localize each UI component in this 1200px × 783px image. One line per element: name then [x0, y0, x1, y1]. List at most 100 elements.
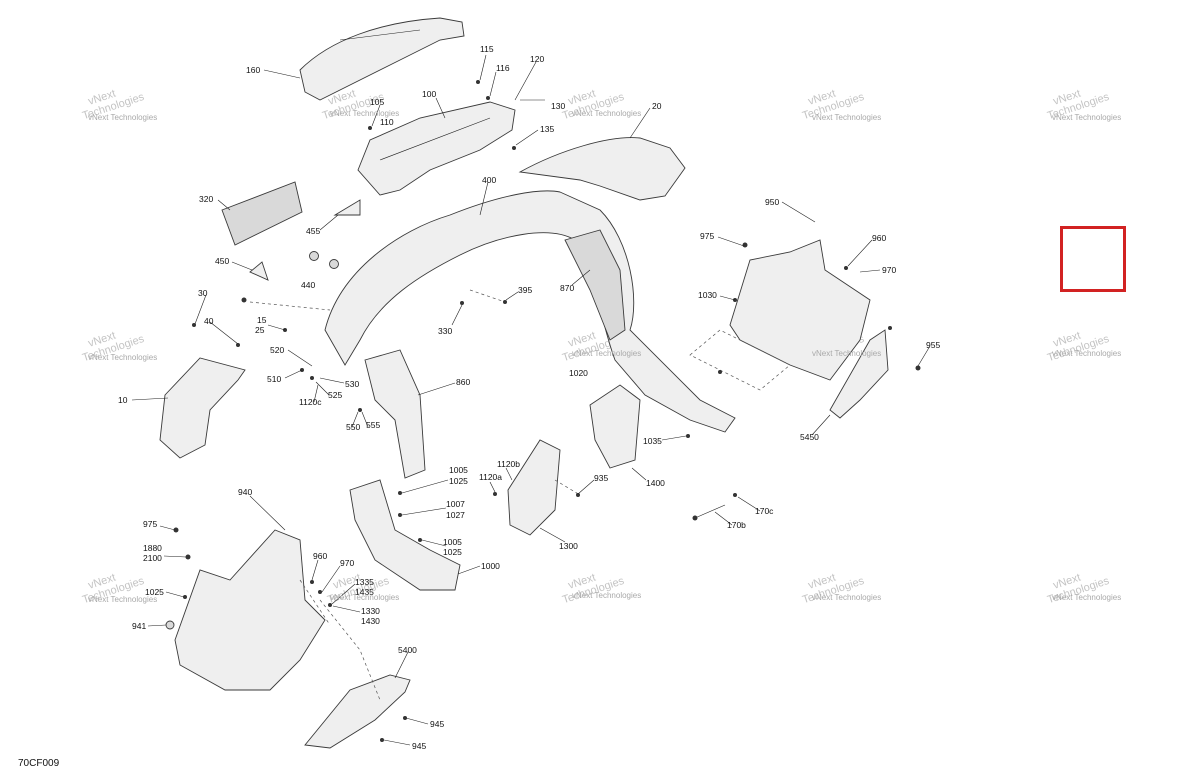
callout-label[interactable]: 1035	[643, 436, 662, 446]
svg-text:vNext Technologies: vNext Technologies	[88, 595, 157, 604]
callout-label[interactable]: 1005	[443, 537, 462, 547]
callout-label[interactable]: 1120c	[299, 397, 322, 407]
callout-label[interactable]: 330	[438, 326, 452, 336]
part-950-footwell[interactable]	[729, 239, 871, 381]
callout-label[interactable]: 450	[215, 256, 229, 266]
svg-text:vNext Technologies: vNext Technologies	[812, 349, 881, 358]
callout-label[interactable]: 970	[340, 558, 354, 568]
callout-label[interactable]: 1335	[355, 577, 374, 587]
part-940-footwell[interactable]	[174, 529, 326, 691]
part-1000-step[interactable]	[349, 479, 461, 591]
svg-text:vNext Technologies: vNext Technologies	[812, 593, 881, 602]
callout-label[interactable]: 945	[430, 719, 444, 729]
callout-label[interactable]: 1005	[449, 465, 468, 475]
part-20-panel[interactable]	[518, 137, 686, 201]
callout-label[interactable]: 550	[346, 422, 360, 432]
svg-text:vNext Technologies: vNext Technologies	[572, 109, 641, 118]
callout-label[interactable]: 2100	[143, 553, 162, 563]
svg-text:vNext Technologies: vNext Technologies	[88, 353, 157, 362]
part-870-panel[interactable]	[564, 229, 626, 341]
callout-label[interactable]: 105	[370, 97, 384, 107]
svg-text:vNext Technologies: vNext Technologies	[330, 109, 399, 118]
callout-label[interactable]: 40	[204, 316, 214, 326]
callout-label[interactable]: 1400	[646, 478, 665, 488]
part-170c-fastener[interactable]	[733, 493, 737, 497]
fastener-set	[165, 80, 921, 742]
callout-label[interactable]: 135	[540, 124, 554, 134]
part-455-trim[interactable]	[333, 199, 361, 216]
callout-label[interactable]: 116	[496, 63, 510, 73]
callout-label[interactable]: 100	[422, 89, 436, 99]
callout-label[interactable]: 1120b	[497, 459, 520, 469]
callout-label[interactable]: 870	[560, 283, 574, 293]
callout-label[interactable]: 1025	[449, 476, 468, 486]
callout-label[interactable]: 1020	[569, 368, 588, 378]
callout-label[interactable]: 940	[238, 487, 252, 497]
callout-label[interactable]: 30	[198, 288, 208, 298]
callout-label[interactable]: 130	[551, 101, 565, 111]
callout-label[interactable]: 975	[143, 519, 157, 529]
callout-label[interactable]: 1330	[361, 606, 380, 616]
part-160-cover[interactable]	[299, 17, 465, 101]
callout-label[interactable]: 110	[380, 117, 394, 127]
callout-label[interactable]: 935	[594, 473, 608, 483]
highlight-selection-box[interactable]	[1060, 226, 1126, 292]
callout-label[interactable]: 950	[765, 197, 779, 207]
part-100-dash[interactable]	[357, 101, 516, 196]
part-10-fender[interactable]	[159, 357, 246, 459]
callout-label[interactable]: 1120a	[479, 472, 502, 482]
callout-label[interactable]: 395	[518, 285, 532, 295]
callout-label[interactable]: 1027	[446, 510, 465, 520]
callout-label[interactable]: 975	[700, 231, 714, 241]
callout-label[interactable]: 5400	[398, 645, 417, 655]
callout-label[interactable]: 115	[480, 44, 494, 54]
part-440-grommet[interactable]	[309, 251, 319, 261]
callout-label[interactable]: 555	[366, 420, 380, 430]
part-5450-trim[interactable]	[829, 329, 889, 419]
part-1400-panel[interactable]	[589, 384, 641, 469]
leader-lines	[131, 54, 931, 746]
callout-label[interactable]: 1000	[481, 561, 500, 571]
callout-label[interactable]: 960	[872, 233, 886, 243]
callout-label[interactable]: 25	[255, 325, 265, 335]
callout-label[interactable]: 1880	[143, 543, 162, 553]
part-860-strut[interactable]	[364, 349, 426, 479]
callout-label[interactable]: 1430	[361, 616, 380, 626]
callout-label[interactable]: 120	[530, 54, 544, 64]
callout-label[interactable]: 160	[246, 65, 260, 75]
callout-label[interactable]: 10	[118, 395, 128, 405]
callout-label[interactable]: 455	[306, 226, 320, 236]
callout-label[interactable]: 320	[199, 194, 213, 204]
part-440-grommet[interactable]	[329, 259, 339, 269]
part-5400-trim[interactable]	[304, 674, 411, 749]
callout-label[interactable]: 510	[267, 374, 281, 384]
callout-label[interactable]: 955	[926, 340, 940, 350]
part-320-grille[interactable]	[221, 181, 303, 246]
callout-label[interactable]: 400	[482, 175, 496, 185]
callout-label[interactable]: 1025	[443, 547, 462, 557]
callout-label[interactable]: 1300	[559, 541, 578, 551]
callout-label[interactable]: 970	[882, 265, 896, 275]
part-170b-rod[interactable]	[694, 504, 726, 519]
callout-label[interactable]: 170c	[755, 506, 774, 516]
svg-text:vNext Technologies: vNext Technologies	[88, 113, 157, 122]
callout-label[interactable]: 1007	[446, 499, 465, 509]
callout-label[interactable]: 440	[301, 280, 315, 290]
callout-label[interactable]: 960	[313, 551, 327, 561]
callout-label[interactable]: 860	[456, 377, 470, 387]
callout-label[interactable]: 525	[328, 390, 342, 400]
callout-label[interactable]: 520	[270, 345, 284, 355]
callout-label[interactable]: 1435	[355, 587, 374, 597]
callout-label[interactable]: 1025	[145, 587, 164, 597]
callout-label[interactable]: 530	[345, 379, 359, 389]
callout-label[interactable]: 20	[652, 101, 662, 111]
callout-label[interactable]: 15	[257, 315, 267, 325]
callout-label[interactable]: 941	[132, 621, 146, 631]
callout-label[interactable]: 5450	[800, 432, 819, 442]
callout-label[interactable]: 170b	[727, 520, 746, 530]
part-450-trim[interactable]	[249, 261, 269, 281]
part-1300-panel[interactable]	[507, 439, 561, 536]
callout-label[interactable]: 1030	[698, 290, 717, 300]
callout-label[interactable]: 945	[412, 741, 426, 751]
part-400-frame[interactable]	[324, 190, 736, 433]
